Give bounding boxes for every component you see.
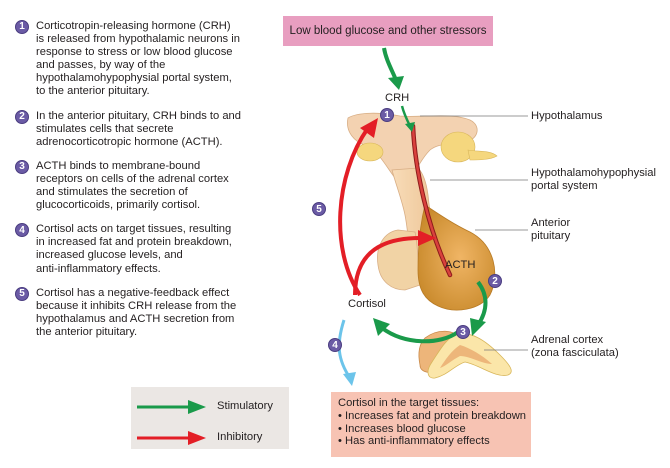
- step-text: and passes, by way of the: [36, 59, 166, 72]
- cortisol-label: Cortisol: [348, 298, 386, 310]
- badge-3: 3: [456, 325, 470, 339]
- step-2: 2 In the anterior pituitary, CRH binds t…: [15, 109, 270, 149]
- step-badge: 2: [15, 109, 29, 124]
- target-tissue-effects-box: Cortisol in the target tissues: • Increa…: [331, 392, 531, 457]
- legend-stimulatory-label: Stimulatory: [217, 400, 273, 412]
- step-text: glucocorticoids, primarily cortisol.: [36, 199, 201, 212]
- step-badge: 4: [15, 223, 29, 238]
- arrow-crh-to-pituitary: [400, 105, 415, 132]
- legend-inhibitory-label: Inhibitory: [217, 431, 263, 443]
- optic-tract: [467, 149, 498, 161]
- legend: [131, 387, 289, 449]
- step-text: because it inhibits CRH release from the: [36, 299, 237, 312]
- stressor-box: Low blood glucose and other stressors: [283, 16, 493, 46]
- adrenal-cortex-label-line2: (zona fasciculata): [531, 347, 619, 359]
- step-text: hypothalamohypophysial portal system,: [36, 72, 232, 85]
- steps-list: 1 Corticotropin-releasing hormone (CRH) …: [15, 20, 270, 350]
- portal-system-label-line1: Hypothalamohypophysial: [531, 167, 657, 179]
- step-text: In the anterior pituitary, CRH binds to …: [36, 109, 242, 122]
- badge-4: 4: [328, 338, 342, 352]
- anterior-pituitary-label-line1: Anterior: [531, 217, 571, 229]
- step-text: and stimulates the secretion of: [36, 186, 188, 199]
- step-badge: 3: [15, 159, 29, 174]
- step-text: Cortisol has a negative-feedback effect: [36, 286, 230, 299]
- optic-chiasm: [440, 131, 476, 163]
- step-text: response to stress or low blood glucose: [36, 46, 233, 59]
- step-text: anti-inflammatory effects.: [36, 262, 161, 275]
- step-text: adrenocorticotropic hormone (ACTH).: [36, 135, 223, 148]
- badge-2: 2: [488, 274, 502, 288]
- posterior-pituitary: [377, 229, 421, 291]
- stressor-label: Low blood glucose and other stressors: [289, 25, 487, 37]
- effect-item: • Increases blood glucose: [338, 422, 466, 435]
- step-text: Corticotropin-releasing hormone (CRH): [36, 20, 231, 32]
- portal-system-label-line2: portal system: [531, 180, 598, 192]
- adrenal-cortex-label-line1: Adrenal cortex: [531, 334, 604, 346]
- step-1: 1 Corticotropin-releasing hormone (CRH) …: [15, 20, 270, 99]
- arrow-adrenal-to-cortisol: [373, 318, 460, 344]
- arrow-stressor-to-crh: [382, 47, 404, 90]
- step-text: hypothalamus and ACTH secretion from: [36, 312, 235, 325]
- step-text: ACTH binds to membrane-bound: [36, 159, 201, 172]
- step-4: 4 Cortisol acts on target tissues, resul…: [15, 223, 270, 275]
- arrow-cortisol-to-hypothalamus: [338, 118, 378, 297]
- step-text: Cortisol acts on target tissues, resulti…: [36, 223, 232, 236]
- step-text: stimulates cells that secrete: [36, 122, 174, 135]
- step-text: increased glucose levels, and: [36, 249, 183, 262]
- step-text: is released from hypothalamic neurons in: [36, 33, 240, 46]
- crh-label: CRH: [385, 92, 410, 104]
- step-text: to the anterior pituitary.: [36, 85, 150, 98]
- effect-item: • Has anti-inflammatory effects: [338, 435, 490, 448]
- arrow-cortisol-to-pituitary: [353, 230, 436, 296]
- effect-item: • Increases fat and protein breakdown: [338, 409, 527, 422]
- badge-5: 5: [312, 202, 326, 216]
- mammillary-left: [356, 142, 384, 162]
- step-text: the anterior pituitary.: [36, 325, 138, 338]
- anterior-pituitary: [417, 204, 496, 311]
- acth-label: ACTH: [445, 259, 476, 271]
- step-text: in increased fat and protein breakdown,: [36, 236, 232, 249]
- arrow-cortisol-to-targets: [337, 319, 356, 386]
- anterior-pituitary-label-line2: pituitary: [531, 230, 571, 242]
- hypothalamus-label: Hypothalamus: [531, 110, 603, 122]
- step-3: 3 ACTH binds to membrane-bound receptors…: [15, 159, 270, 212]
- effects-title: Cortisol in the target tissues:: [338, 397, 480, 409]
- step-5: 5 Cortisol has a negative-feedback effec…: [15, 286, 270, 339]
- step-text: receptors on cells of the adrenal cortex: [36, 172, 229, 185]
- badge-1: 1: [380, 108, 394, 122]
- step-badge: 5: [15, 286, 29, 301]
- arrow-acth-to-adrenal: [470, 280, 488, 336]
- step-badge: 1: [15, 20, 29, 34]
